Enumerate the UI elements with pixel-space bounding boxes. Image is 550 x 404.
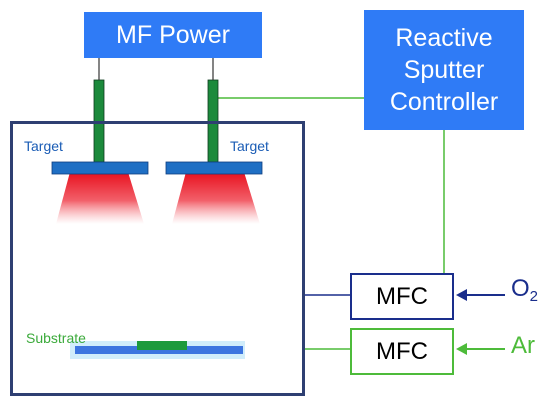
target-label-right: Target — [230, 138, 269, 154]
target-label-left: Target — [24, 138, 63, 154]
mfc-ar-box: MFC — [350, 328, 454, 375]
o2-gas-label: O2 — [511, 275, 538, 305]
mfc-ar-label: MFC — [376, 337, 428, 365]
controller-label-line-1: Reactive — [395, 24, 493, 52]
plasma-plume-left — [56, 172, 144, 224]
target-plate-left — [51, 161, 149, 175]
vacuum-chamber — [10, 121, 305, 396]
mfc-o2-label: MFC — [376, 282, 428, 310]
ar-gas-label: Ar — [511, 332, 535, 359]
o2-gas-base: O — [511, 275, 530, 302]
o2-gas-subscript: 2 — [529, 288, 539, 305]
target-plate-right — [165, 161, 263, 175]
mfc-o2-box: MFC — [350, 273, 454, 320]
controller-label-line-3: Controller — [389, 88, 499, 116]
reactive-sputter-controller-box: Reactive Sputter Controller — [364, 10, 524, 130]
substrate-label: Substrate — [26, 330, 86, 346]
substrate-sample — [137, 341, 187, 350]
controller-label-line-2: Sputter — [403, 56, 485, 84]
o2-arrowhead — [456, 289, 467, 301]
plasma-plume-right — [172, 172, 260, 224]
mf-power-label: MF Power — [116, 20, 230, 49]
mf-power-box: MF Power — [84, 12, 262, 58]
ar-arrowhead — [456, 343, 467, 355]
